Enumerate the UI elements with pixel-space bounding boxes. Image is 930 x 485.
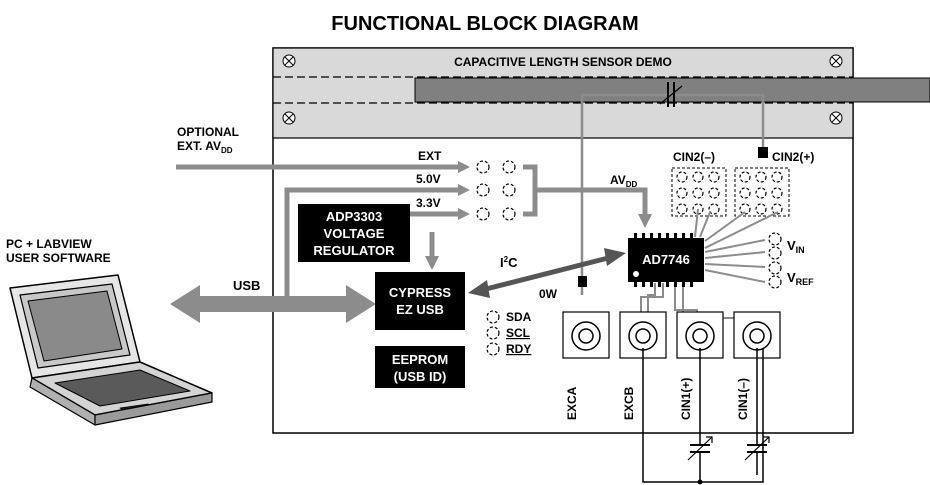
- screw-icon: [282, 111, 296, 125]
- regulator-line3: REGULATOR: [313, 243, 395, 258]
- optional-label: OPTIONAL: [177, 125, 239, 139]
- voltage-regulator: [298, 204, 410, 262]
- eeprom-line2: (USB ID): [394, 369, 447, 384]
- laptop-icon: [9, 274, 213, 426]
- cin2-pads: [676, 171, 783, 215]
- sda-label: SDA: [506, 310, 532, 324]
- variable-capacitor-icon: [687, 436, 713, 461]
- pc-label-line2: USER SOFTWARE: [6, 251, 111, 265]
- ext-label: EXT: [418, 149, 442, 163]
- zero-ohm-label: 0W: [539, 287, 558, 301]
- pc-label-line1: PC + LABVIEW: [6, 237, 92, 251]
- bnc-connector-icon: [562, 311, 610, 359]
- usb-chip-line1: CYPRESS: [389, 285, 451, 300]
- i2c-label: I2C: [500, 255, 518, 270]
- screw-icon: [829, 54, 843, 68]
- scl-label: SCL: [506, 326, 530, 340]
- chip-pins: [634, 233, 693, 287]
- usb-link: [170, 285, 376, 323]
- eeprom: [375, 346, 465, 388]
- bnc-connector-icon: [676, 311, 724, 359]
- sensor-probe: [414, 77, 930, 103]
- cin1-plus-label: CIN1(+): [679, 378, 693, 420]
- vin-vref-pads: [768, 232, 782, 289]
- external-capacitor-network: [642, 348, 764, 483]
- regulator-line2: VOLTAGE: [324, 226, 385, 241]
- eeprom-line1: EEPROM: [392, 352, 448, 367]
- vin-label: VIN: [787, 238, 805, 255]
- ad7746-chip: [628, 238, 704, 282]
- variable-capacitor-icon: [659, 82, 683, 107]
- optional-ext-avdd-label: EXT. AVDD: [177, 139, 233, 155]
- usb-label: USB: [233, 278, 260, 293]
- v50-label: 5.0V: [416, 172, 441, 186]
- excb-label: EXCB: [622, 386, 636, 420]
- supply-jumpers: [476, 160, 516, 221]
- panel-title: CAPACITIVE LENGTH SENSOR DEMO: [454, 55, 672, 69]
- bus-test-pads: [486, 310, 500, 356]
- supply-arrowheads: [425, 161, 652, 270]
- regulator-line1: ADP3303: [326, 209, 382, 224]
- screw-icon: [282, 54, 296, 68]
- pin1-marker: [633, 271, 639, 277]
- cin2-plus-group: [734, 167, 790, 217]
- rdy-label: RDY: [506, 342, 531, 356]
- cin1-minus-label: CIN1(–): [736, 378, 750, 420]
- usb-controller: [375, 272, 465, 330]
- cin2-plus-label: CIN2(+): [772, 150, 814, 164]
- avdd-label: AVDD: [610, 173, 638, 189]
- junction-dot: [697, 479, 703, 485]
- chip-label: AD7746: [642, 252, 690, 267]
- i2c-link: [468, 248, 626, 298]
- zero-ohm-resistor: [578, 276, 587, 287]
- diagram-title: FUNCTIONAL BLOCK DIAGRAM: [331, 13, 638, 35]
- cin2-minus-group: [671, 167, 727, 217]
- usb-chip-line2: EZ USB: [396, 302, 444, 317]
- sensor-wires: [580, 93, 765, 295]
- cin2-jumper-block: [758, 147, 768, 158]
- screw-icon: [829, 111, 843, 125]
- variable-capacitor-icon: [744, 436, 770, 461]
- v33-label: 3.3V: [416, 196, 441, 210]
- cin2-minus-label: CIN2(–): [673, 150, 715, 164]
- exca-label: EXCA: [565, 386, 579, 420]
- vref-label: VREF: [787, 270, 814, 287]
